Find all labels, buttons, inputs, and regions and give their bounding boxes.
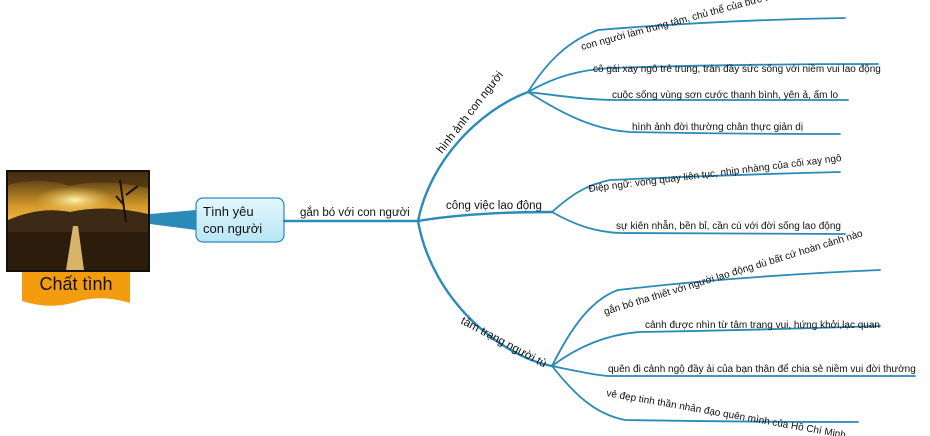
branch-label-cong-viec: công việc lao động	[446, 200, 542, 212]
branch-tam-trang-curve	[416, 219, 554, 368]
leaf-line-3-4	[551, 365, 859, 423]
leaf-line-2-1	[551, 171, 841, 213]
leaf-3-4: vẻ đẹp tinh thần nhân đạo quên mình của …	[605, 387, 846, 436]
branch-cong-viec-curve	[416, 210, 554, 223]
central-banner	[22, 265, 130, 306]
leaf-1-4: hình ảnh đời thường chân thực giản dị	[632, 122, 803, 133]
leaf-1-3: cuộc sống vùng sơn cước thanh bình, yên …	[612, 89, 838, 101]
branch-hinh-anh-curve	[416, 90, 530, 223]
leaf-line-1-3	[527, 91, 849, 101]
leaf-1-1: con người làm trung tâm, chủ thể của bức…	[580, 0, 838, 53]
branch-label-tam-trang: tâm trạng người tù	[459, 315, 549, 370]
sunset-road-photo-icon	[6, 170, 150, 272]
root-node-label-line2: con người	[203, 221, 262, 236]
leaf-3-3: quên đi cảnh ngộ đầy ải của bạn thân để …	[608, 363, 916, 375]
leaf-line-1-1	[527, 17, 846, 93]
leaf-line-3-2	[551, 325, 881, 367]
branch-tam-trang-nguoi-tu[interactable]: tâm trạng người tù gắn bó tha thiết với …	[459, 226, 916, 436]
root-node-label-line1: Tình yêu	[203, 204, 254, 219]
root-connector-label: gắn bó với con người	[300, 206, 410, 219]
leaf-line-3-3	[551, 365, 916, 377]
leaf-3-2: cảnh được nhìn từ tâm trạng vui, hứng kh…	[645, 319, 880, 331]
branch-hinh-anh-con-nguoi[interactable]: hình ảnh con người con người làm trung t…	[435, 0, 881, 156]
central-topic-label: Chất tình	[39, 274, 112, 294]
branch-label-hinh-anh: hình ảnh con người	[435, 69, 506, 155]
leaf-line-3-1	[551, 269, 881, 367]
leaf-line-2-2	[551, 211, 846, 235]
leaf-line-1-4	[527, 91, 841, 135]
root-node-tinh-yeu-con-nguoi[interactable]: Tình yêu con người	[195, 197, 285, 243]
leaf-2-2: sự kiên nhẫn, bền bỉ, cần cù với đời sốn…	[616, 219, 841, 232]
leaf-1-2: cô gái xay ngô trẻ trung, tràn đầy sức s…	[593, 63, 881, 75]
central-topic[interactable]: Chất tình	[6, 170, 150, 306]
branch-cong-viec-lao-dong[interactable]: công việc lao động Điệp ngữ: vòng quay l…	[446, 152, 846, 235]
leaf-line-1-2	[527, 63, 879, 93]
central-root-connector	[150, 210, 196, 230]
